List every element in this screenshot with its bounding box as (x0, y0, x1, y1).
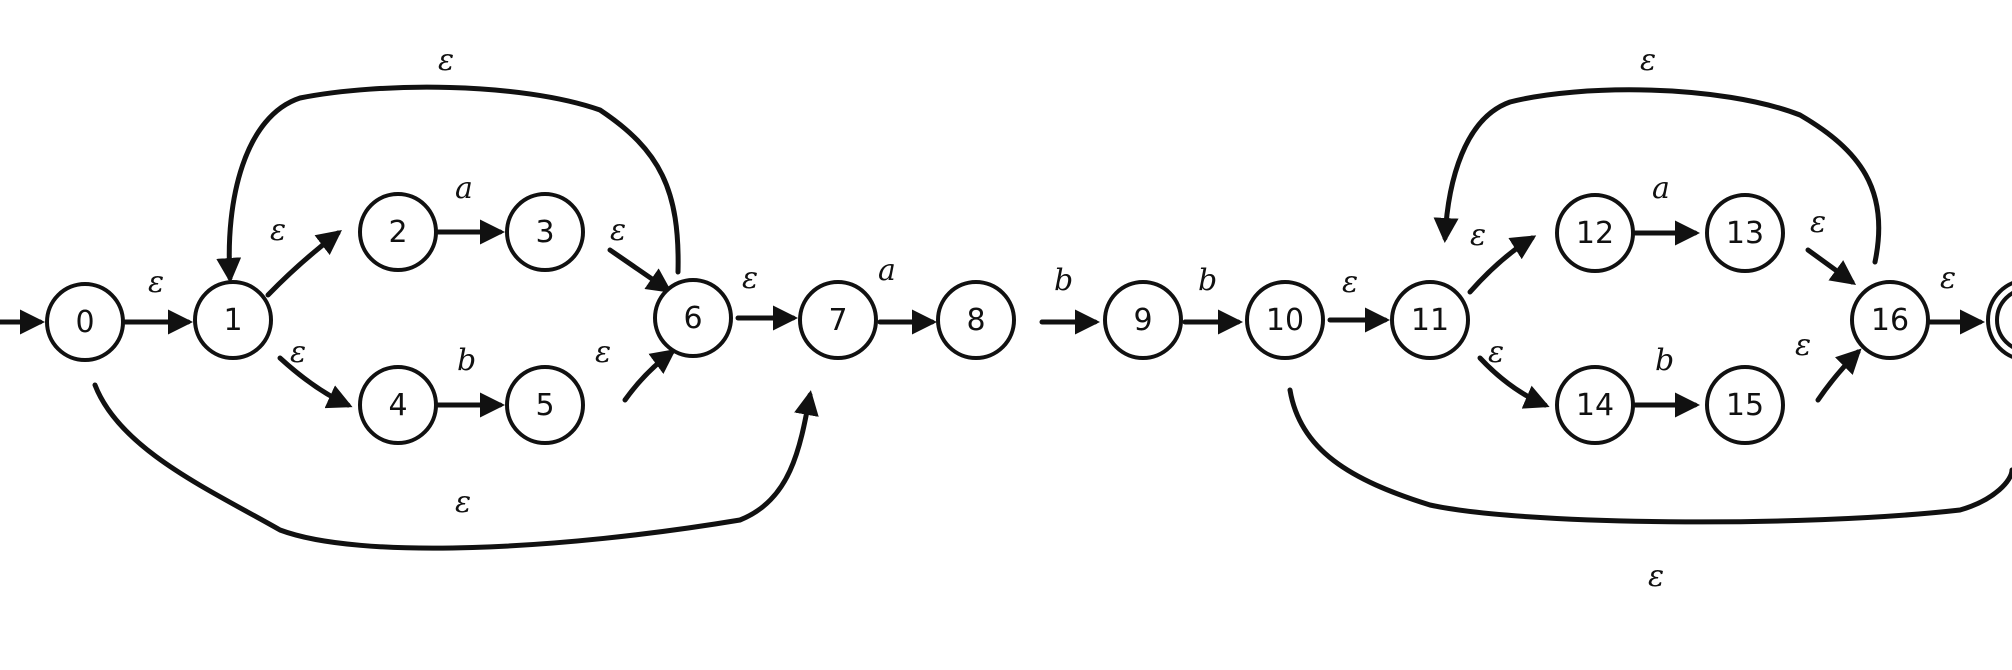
state-0-label: 0 (75, 305, 94, 340)
edge-5-6 (622, 349, 677, 403)
edge-label-6-1: ε (438, 43, 454, 78)
edge-0-7 (92, 382, 819, 551)
state-9-label: 9 (1133, 303, 1152, 338)
edge-11-12 (1467, 235, 1537, 295)
edge-label-14-15: b (1655, 343, 1674, 378)
state-17-label: 17 (2009, 303, 2012, 338)
edge-label-10-11: ε (1342, 265, 1358, 300)
state-0: 0 (45, 282, 125, 362)
state-1: 1 (193, 280, 273, 360)
edge-label-1-4: ε (290, 335, 306, 370)
state-8-label: 8 (966, 303, 985, 338)
state-16: 16 (1850, 280, 1930, 360)
state-3: 3 (505, 192, 585, 272)
edge-label-11-12: ε (1470, 218, 1486, 253)
state-3-label: 3 (535, 215, 554, 250)
state-12: 12 (1555, 193, 1635, 273)
state-1-label: 1 (223, 303, 242, 338)
state-15-label: 15 (1726, 388, 1764, 423)
state-14-label: 14 (1576, 388, 1614, 423)
edge-label-15-16: ε (1795, 328, 1811, 363)
edge-label-16-17: ε (1940, 261, 1956, 296)
edge-13-16 (1805, 247, 1857, 285)
edge-6-1 (216, 84, 681, 283)
state-2-label: 2 (388, 215, 407, 250)
state-6-label: 6 (683, 301, 702, 336)
edge-label-2-3: a (455, 171, 473, 206)
edge-label-6-7: ε (742, 261, 758, 296)
state-10-label: 10 (1266, 303, 1304, 338)
edge-label-1-2: ε (270, 213, 286, 248)
edge-label-8-9: b (1054, 263, 1073, 298)
state-8: 8 (936, 280, 1016, 360)
edge-label-4-5: b (457, 343, 476, 378)
edge-label-3-6: ε (610, 213, 626, 248)
state-7-label: 7 (828, 303, 847, 338)
state-7: 7 (798, 280, 878, 360)
edge-11-14 (1477, 355, 1550, 409)
edge-label-0-7: ε (455, 485, 471, 520)
edge-label-9-10: b (1198, 263, 1217, 298)
state-13-label: 13 (1726, 216, 1764, 251)
edge-label-13-16: ε (1810, 205, 1826, 240)
edge-16-11 (1433, 87, 1882, 265)
edge-1-2 (265, 229, 342, 298)
edge-label-10-17: ε (1648, 559, 1664, 594)
edge-15-16 (1815, 348, 1862, 403)
state-11: 11 (1390, 280, 1470, 360)
edge-3-6 (607, 247, 673, 293)
edge-label-12-13: a (1652, 171, 1670, 206)
edge-label-11-14: ε (1488, 335, 1504, 370)
state-2: 2 (358, 192, 438, 272)
state-6: 6 (653, 278, 733, 358)
state-15: 15 (1705, 365, 1785, 445)
state-16-label: 16 (1871, 303, 1909, 338)
state-4-label: 4 (388, 388, 407, 423)
state-4: 4 (358, 365, 438, 445)
state-5: 5 (505, 365, 585, 445)
edge-10-17 (1287, 387, 2012, 525)
state-5-label: 5 (535, 388, 554, 423)
state-10: 10 (1245, 280, 1325, 360)
edge-1-4 (277, 355, 353, 409)
edge-label-16-11: ε (1640, 43, 1656, 78)
state-13: 13 (1705, 193, 1785, 273)
state-12-label: 12 (1576, 216, 1614, 251)
state-11-label: 11 (1411, 303, 1449, 338)
state-14: 14 (1555, 365, 1635, 445)
edge-label-0-1: ε (148, 265, 164, 300)
edge-label-5-6: ε (595, 335, 611, 370)
state-9: 9 (1103, 280, 1183, 360)
edge-label-7-8: a (878, 253, 896, 288)
state-17-accepting: 17 (1986, 281, 2012, 359)
